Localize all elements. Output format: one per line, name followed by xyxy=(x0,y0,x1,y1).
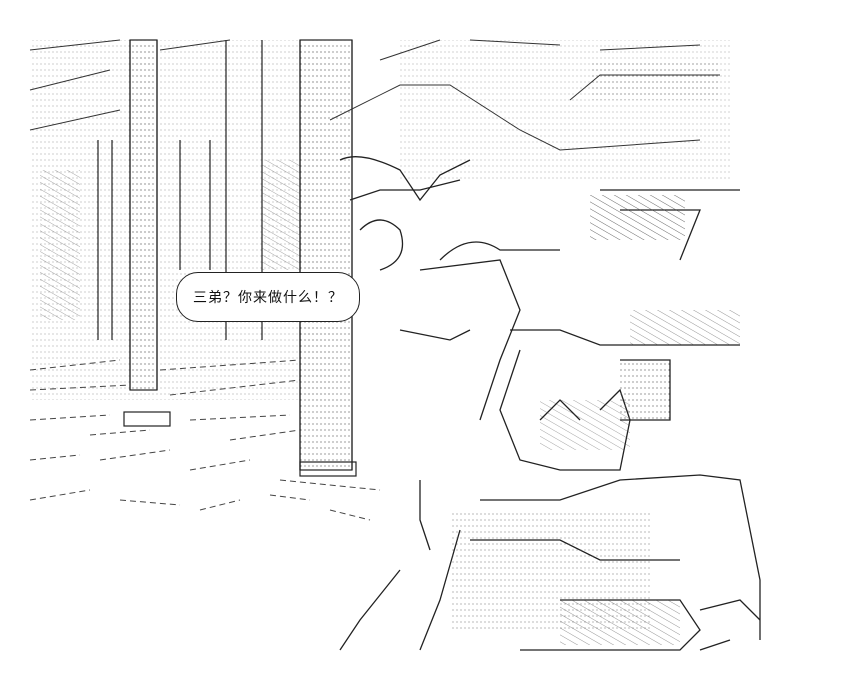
seated-figure xyxy=(339,156,761,651)
pillars xyxy=(40,39,357,477)
speech-bubble: 三弟？你来做什么！？ xyxy=(176,272,360,322)
speech-bubble-text: 三弟？你来做什么！？ xyxy=(193,290,343,306)
roof-lines xyxy=(29,39,720,151)
ground-lines xyxy=(29,359,381,521)
